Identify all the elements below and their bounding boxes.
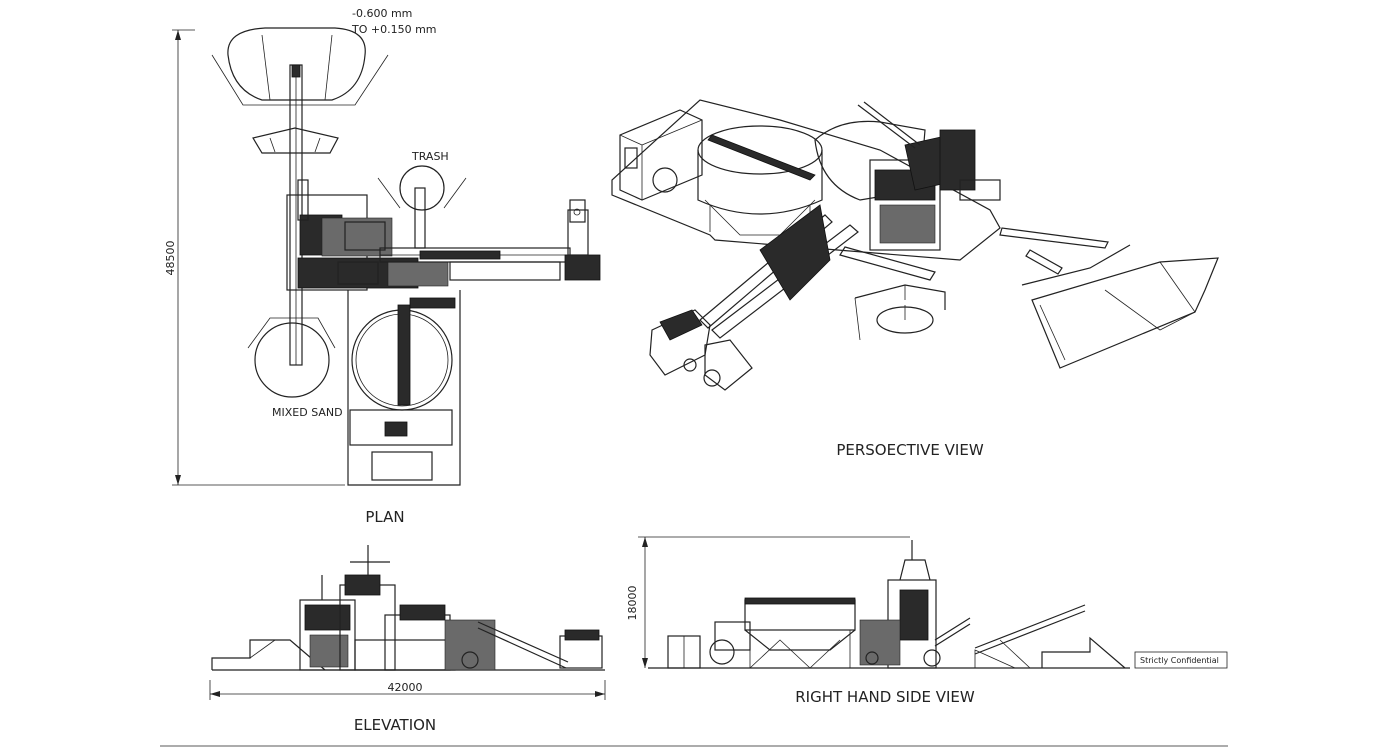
plan-thickener xyxy=(347,290,461,486)
perspective-tower xyxy=(857,101,1001,251)
side-tower xyxy=(859,540,941,669)
plan-height-value: 48500 xyxy=(164,241,177,276)
mixed-sand-label: MIXED SAND xyxy=(272,406,343,419)
confidential-label: Strictly Confidential xyxy=(1140,656,1219,665)
elevation-width-dimension: 42000 xyxy=(209,680,606,700)
top-stockpile xyxy=(211,27,389,154)
trash-pile: TRASH xyxy=(377,150,467,249)
perspective-small-pit xyxy=(854,284,946,341)
trash-label: TRASH xyxy=(411,150,449,163)
elevation-conveyor xyxy=(477,621,603,669)
perspective-view: PERSOECTIVE VIEW xyxy=(611,99,1219,459)
spec-text-top: -0.600 mm xyxy=(352,7,412,20)
plan-view: 48500 -0.600 mm TO +0.150 mm TRASH xyxy=(164,7,601,526)
mixed-sand-pile: MIXED SAND xyxy=(247,317,343,419)
confidential-stamp: Strictly Confidential xyxy=(1134,651,1228,669)
plan-central-plant xyxy=(286,179,449,291)
side-height-value: 18000 xyxy=(626,586,639,621)
right-side-view: 18000 xyxy=(626,536,1228,706)
perspective-tank xyxy=(697,125,823,236)
elevation-main-structure xyxy=(299,545,496,671)
plan-horizontal-conveyor xyxy=(379,199,601,281)
side-height-dimension: 18000 xyxy=(626,536,910,668)
elevation-width-value: 42000 xyxy=(388,681,423,694)
perspective-control-cabin xyxy=(619,109,703,201)
perspective-title: PERSOECTIVE VIEW xyxy=(836,441,983,459)
side-tank-structure xyxy=(709,597,856,669)
perspective-right-bay xyxy=(999,227,1219,369)
elevation-view: 42000 ELEVATION xyxy=(209,545,606,734)
side-conveyors xyxy=(934,604,1086,669)
plan-title: PLAN xyxy=(365,508,404,526)
perspective-loader xyxy=(649,309,753,391)
plan-height-dimension: 48500 xyxy=(164,29,345,486)
spec-text-bottom: TO +0.150 mm xyxy=(351,23,437,36)
side-view-title: RIGHT HAND SIDE VIEW xyxy=(795,688,975,706)
elevation-title: ELEVATION xyxy=(354,716,436,734)
perspective-conveyor-left xyxy=(699,204,936,339)
